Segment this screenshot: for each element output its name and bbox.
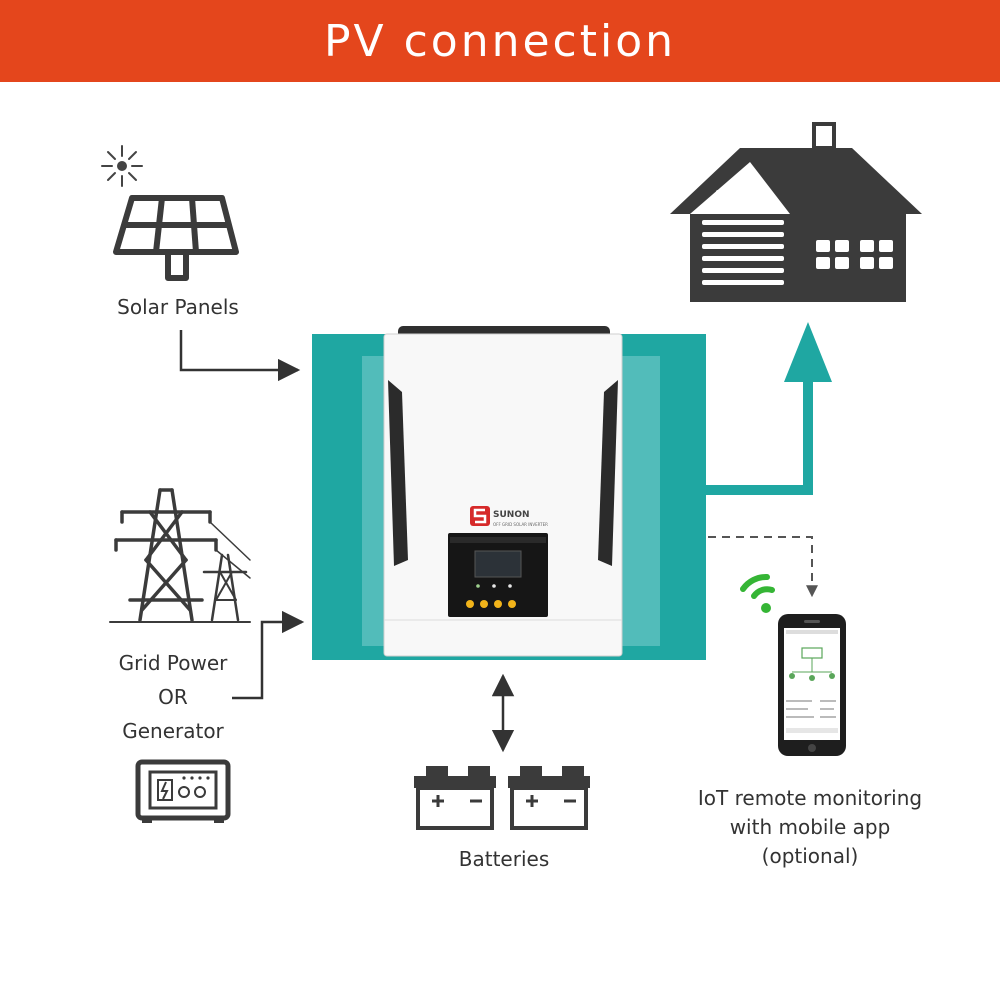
brand-model-line: OFF GRID SOLAR INVERTER	[493, 522, 548, 527]
transmission-tower-icon	[109, 488, 251, 623]
title-banner: PV connection	[0, 0, 1000, 82]
page-title: PV connection	[323, 15, 677, 67]
inverter-to-house-arrow	[706, 322, 832, 495]
brand-name: SUNON	[493, 510, 530, 520]
inverter-to-phone-dashed-arrow	[708, 536, 818, 598]
inverter-unit	[383, 326, 623, 657]
batteries-label: Batteries	[458, 847, 550, 871]
grid-line-2: OR	[158, 685, 188, 709]
grid-to-inverter-arrow	[232, 610, 305, 700]
house-icon	[670, 122, 922, 302]
iot-monitoring-label: IoT remote monitoring with mobile app (o…	[680, 784, 940, 871]
mobile-phone-icon	[778, 614, 846, 756]
iot-line-2: with mobile app	[729, 815, 891, 839]
sun-icon	[101, 145, 143, 187]
battery-icon-right	[508, 766, 590, 830]
solar-panel-icon	[113, 195, 239, 281]
solar-panels-label: Solar Panels	[117, 295, 239, 319]
grid-power-label: Grid Power OR Generator	[88, 646, 258, 748]
wifi-icon	[740, 574, 775, 613]
brand-logo: SUNON OFF GRID SOLAR INVERTER	[470, 506, 548, 527]
battery-icon-left	[414, 766, 496, 830]
generator-icon	[135, 759, 231, 823]
grid-line-1: Grid Power	[118, 651, 228, 675]
iot-line-3: (optional)	[761, 844, 859, 868]
solar-to-inverter-arrow	[179, 330, 301, 382]
grid-line-3: Generator	[122, 719, 224, 743]
iot-line-1: IoT remote monitoring	[697, 786, 923, 810]
